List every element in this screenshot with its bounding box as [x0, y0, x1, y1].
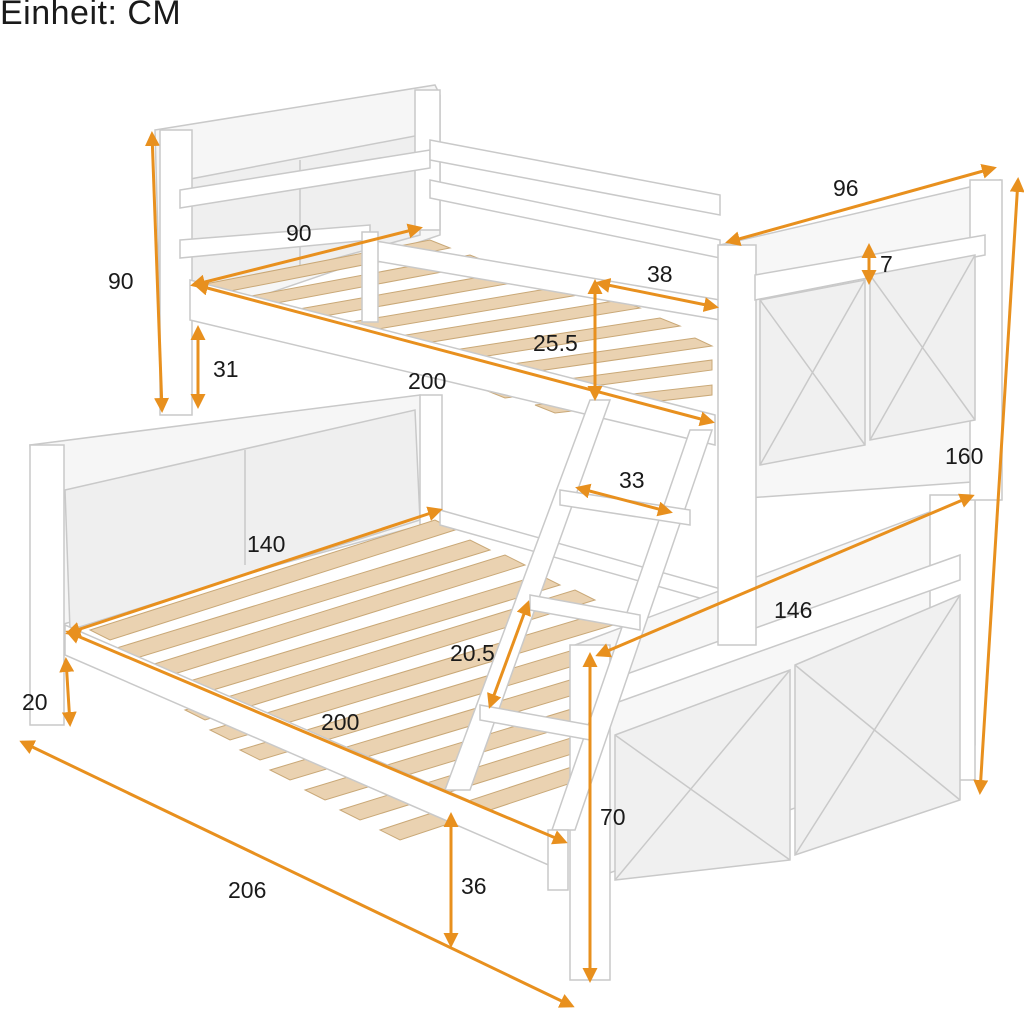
label-top-rail: 7: [880, 251, 893, 277]
arrow-lower-bed-width: [65, 506, 443, 637]
dimension-arrows: [19, 131, 1024, 1008]
label-guard-opening: 38: [647, 261, 673, 287]
label-ladder-step-width: 33: [619, 467, 645, 493]
label-upper-bed-length: 200: [408, 368, 446, 394]
lower-left-front-post: [29, 444, 65, 726]
label-upper-post-height: 90: [108, 268, 134, 294]
dimension-labels: 90 31 90 200 38 25.5 96 7 160 33 140 146…: [22, 175, 983, 903]
arrow-lower-frame-width: [595, 493, 975, 658]
label-upper-clearance: 31: [213, 356, 239, 382]
label-total-height: 160: [945, 443, 983, 469]
arrow-total-length: [19, 740, 575, 1008]
arrow-upper-post-height: [144, 131, 170, 413]
unit-label: Einheit: CM: [0, 0, 182, 32]
arrow-headboard-depth: [725, 163, 997, 247]
arrow-upper-bed-width: [190, 223, 423, 290]
label-lower-frame-width: 146: [774, 597, 812, 623]
arrow-upper-bed-length: [193, 280, 715, 427]
label-lower-bed-height: 70: [600, 804, 626, 830]
label-lower-bed-length: 200: [321, 709, 359, 735]
label-guard-height: 25.5: [533, 330, 578, 356]
label-upper-bed-width: 90: [286, 220, 312, 246]
arrow-guard-opening: [595, 278, 719, 312]
label-leg-height: 20: [22, 689, 48, 715]
arrow-leg-height: [59, 657, 77, 727]
label-total-length: 206: [228, 877, 266, 903]
arrow-total-height: [973, 177, 1024, 795]
label-ladder-step-spacing: 20.5: [450, 640, 495, 666]
label-lower-bed-width: 140: [247, 531, 285, 557]
label-floor-to-rail: 36: [461, 873, 487, 899]
label-headboard-depth: 96: [833, 175, 859, 201]
